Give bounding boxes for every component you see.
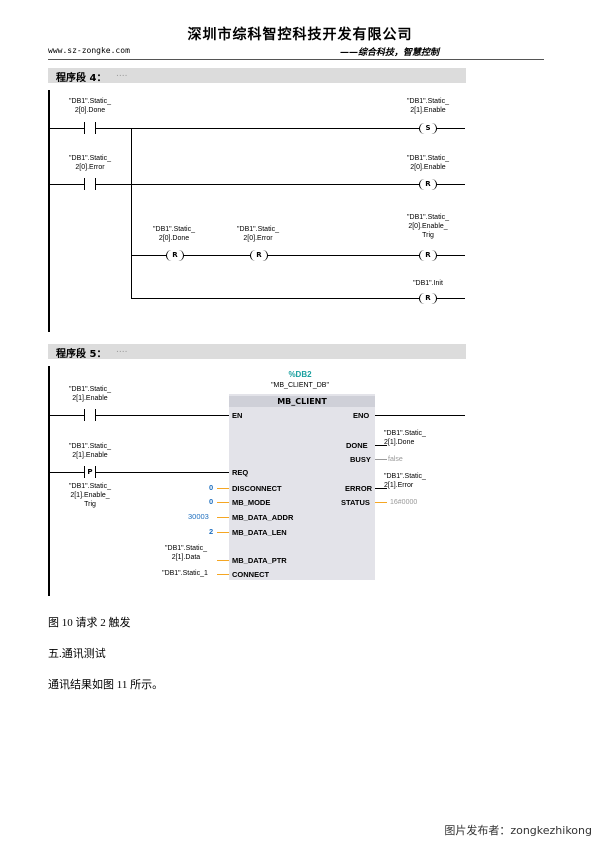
wire-error: [375, 488, 387, 489]
rung-1-wire: [49, 128, 465, 129]
pin-done: DONE: [346, 441, 368, 450]
coil-reset-2-label: "DB1".Static_ 2[0].Done: [153, 226, 195, 242]
network-4-header[interactable]: 程序段 4： ....: [48, 68, 466, 84]
coil-set[interactable]: S: [419, 123, 437, 134]
coil-init-label: "DB1".Init: [413, 280, 443, 287]
wire-connect: [217, 574, 229, 575]
rung-2-wire: [49, 184, 465, 185]
power-rail-5: [48, 366, 50, 596]
value-busy[interactable]: false: [388, 456, 403, 463]
pin-en: EN: [232, 411, 243, 420]
pin-mb-data-len: MB_DATA_LEN: [232, 528, 287, 537]
coil-reset-4[interactable]: R: [419, 250, 437, 261]
section-heading: 五.通讯测试: [48, 648, 106, 660]
contact-positive-edge[interactable]: P: [84, 466, 96, 478]
pin-status: STATUS: [341, 498, 370, 507]
rung-4-wire: [131, 298, 465, 299]
value-error[interactable]: "DB1".Static_ 2[1].Error: [384, 473, 426, 489]
slogan: ——综合科技，智慧控制: [340, 48, 440, 58]
wire-mb-mode: [217, 502, 229, 503]
network-5-header[interactable]: 程序段 5： ....: [48, 344, 466, 360]
value-disconnect[interactable]: 0: [209, 483, 214, 492]
contact-done[interactable]: [84, 122, 96, 134]
value-connect[interactable]: "DB1".Static_1: [162, 570, 208, 577]
header-divider: [48, 59, 544, 60]
contact-enable-label: "DB1".Static_ 2[1].Enable: [69, 386, 111, 402]
network-5-comment: ....: [116, 345, 128, 355]
coil-reset-3-label: "DB1".Static_ 2[0].Error: [237, 226, 279, 242]
value-mb-mode[interactable]: 0: [209, 497, 214, 506]
contact-p-label: "DB1".Static_ 2[1].Enable: [69, 443, 111, 459]
pin-mb-data-addr: MB_DATA_ADDR: [232, 513, 294, 522]
body-paragraph: 通讯结果如图 11 所示。: [48, 679, 164, 691]
coil-reset-1-label: "DB1".Static_ 2[0].Enable: [407, 155, 449, 171]
website-url[interactable]: www.sz-zongke.com: [48, 46, 130, 55]
contact-error[interactable]: [84, 178, 96, 190]
power-rail: [48, 90, 50, 332]
network-4-label: 程序段 4：: [56, 73, 107, 84]
value-done[interactable]: "DB1".Static_ 2[1].Done: [384, 430, 426, 446]
en-wire: [49, 415, 229, 416]
network-4-comment: ....: [116, 69, 128, 79]
contact-error-label: "DB1".Static_ 2[0].Error: [69, 155, 111, 171]
coil-reset-1[interactable]: R: [419, 179, 437, 190]
wire-mb-data-addr: [217, 517, 229, 518]
wire-mb-data-len: [217, 532, 229, 533]
coil-init[interactable]: R: [419, 293, 437, 304]
pin-mb-data-ptr: MB_DATA_PTR: [232, 556, 287, 565]
rung-3-wire: [131, 255, 465, 256]
pin-req: REQ: [232, 468, 249, 477]
pin-connect: CONNECT: [232, 570, 270, 579]
coil-reset-2[interactable]: R: [166, 250, 184, 261]
instance-name: "MB_CLIENT_DB": [271, 382, 329, 389]
branch-vertical: [131, 128, 132, 298]
wire-busy: [375, 459, 387, 460]
mb-client-block[interactable]: [229, 394, 375, 580]
value-mb-data-ptr[interactable]: "DB1".Static_ 2[1].Data: [165, 545, 207, 561]
publisher-watermark: 图片发布者：zongkezhikong: [444, 824, 592, 837]
pin-busy: BUSY: [350, 455, 371, 464]
coil-reset-3[interactable]: R: [250, 250, 268, 261]
contact-enable[interactable]: [84, 409, 96, 421]
pin-disconnect: DISCONNECT: [232, 484, 282, 493]
block-title: MB_CLIENT: [229, 396, 375, 407]
pin-error: ERROR: [345, 484, 373, 493]
contact-done-label: "DB1".Static_ 2[0].Done: [69, 98, 111, 114]
network-5-label: 程序段 5：: [56, 349, 107, 360]
coil-set-label: "DB1".Static_ 2[1].Enable: [407, 98, 449, 114]
value-status[interactable]: 16#0000: [390, 499, 418, 506]
figure-caption: 图 10 请求 2 触发: [48, 617, 131, 629]
company-title: 深圳市综科智控科技开发有限公司: [187, 27, 413, 43]
pin-eno: ENO: [353, 411, 370, 420]
wire-done: [375, 445, 387, 446]
wire-disconnect: [217, 488, 229, 489]
edge-memory-label: "DB1".Static_ 2[1].Enable_ Trig: [69, 483, 111, 508]
value-mb-data-len[interactable]: 2: [209, 527, 214, 536]
coil-reset-4-label: "DB1".Static_ 2[0].Enable_ Trig: [407, 214, 449, 239]
instance-db[interactable]: %DB2: [288, 370, 312, 379]
wire-status: [375, 502, 387, 503]
value-mb-data-addr[interactable]: 30003: [188, 512, 209, 521]
eno-wire: [375, 415, 465, 416]
wire-mb-data-ptr: [217, 560, 229, 561]
req-wire: [49, 472, 229, 473]
pin-mb-mode: MB_MODE: [232, 498, 271, 507]
